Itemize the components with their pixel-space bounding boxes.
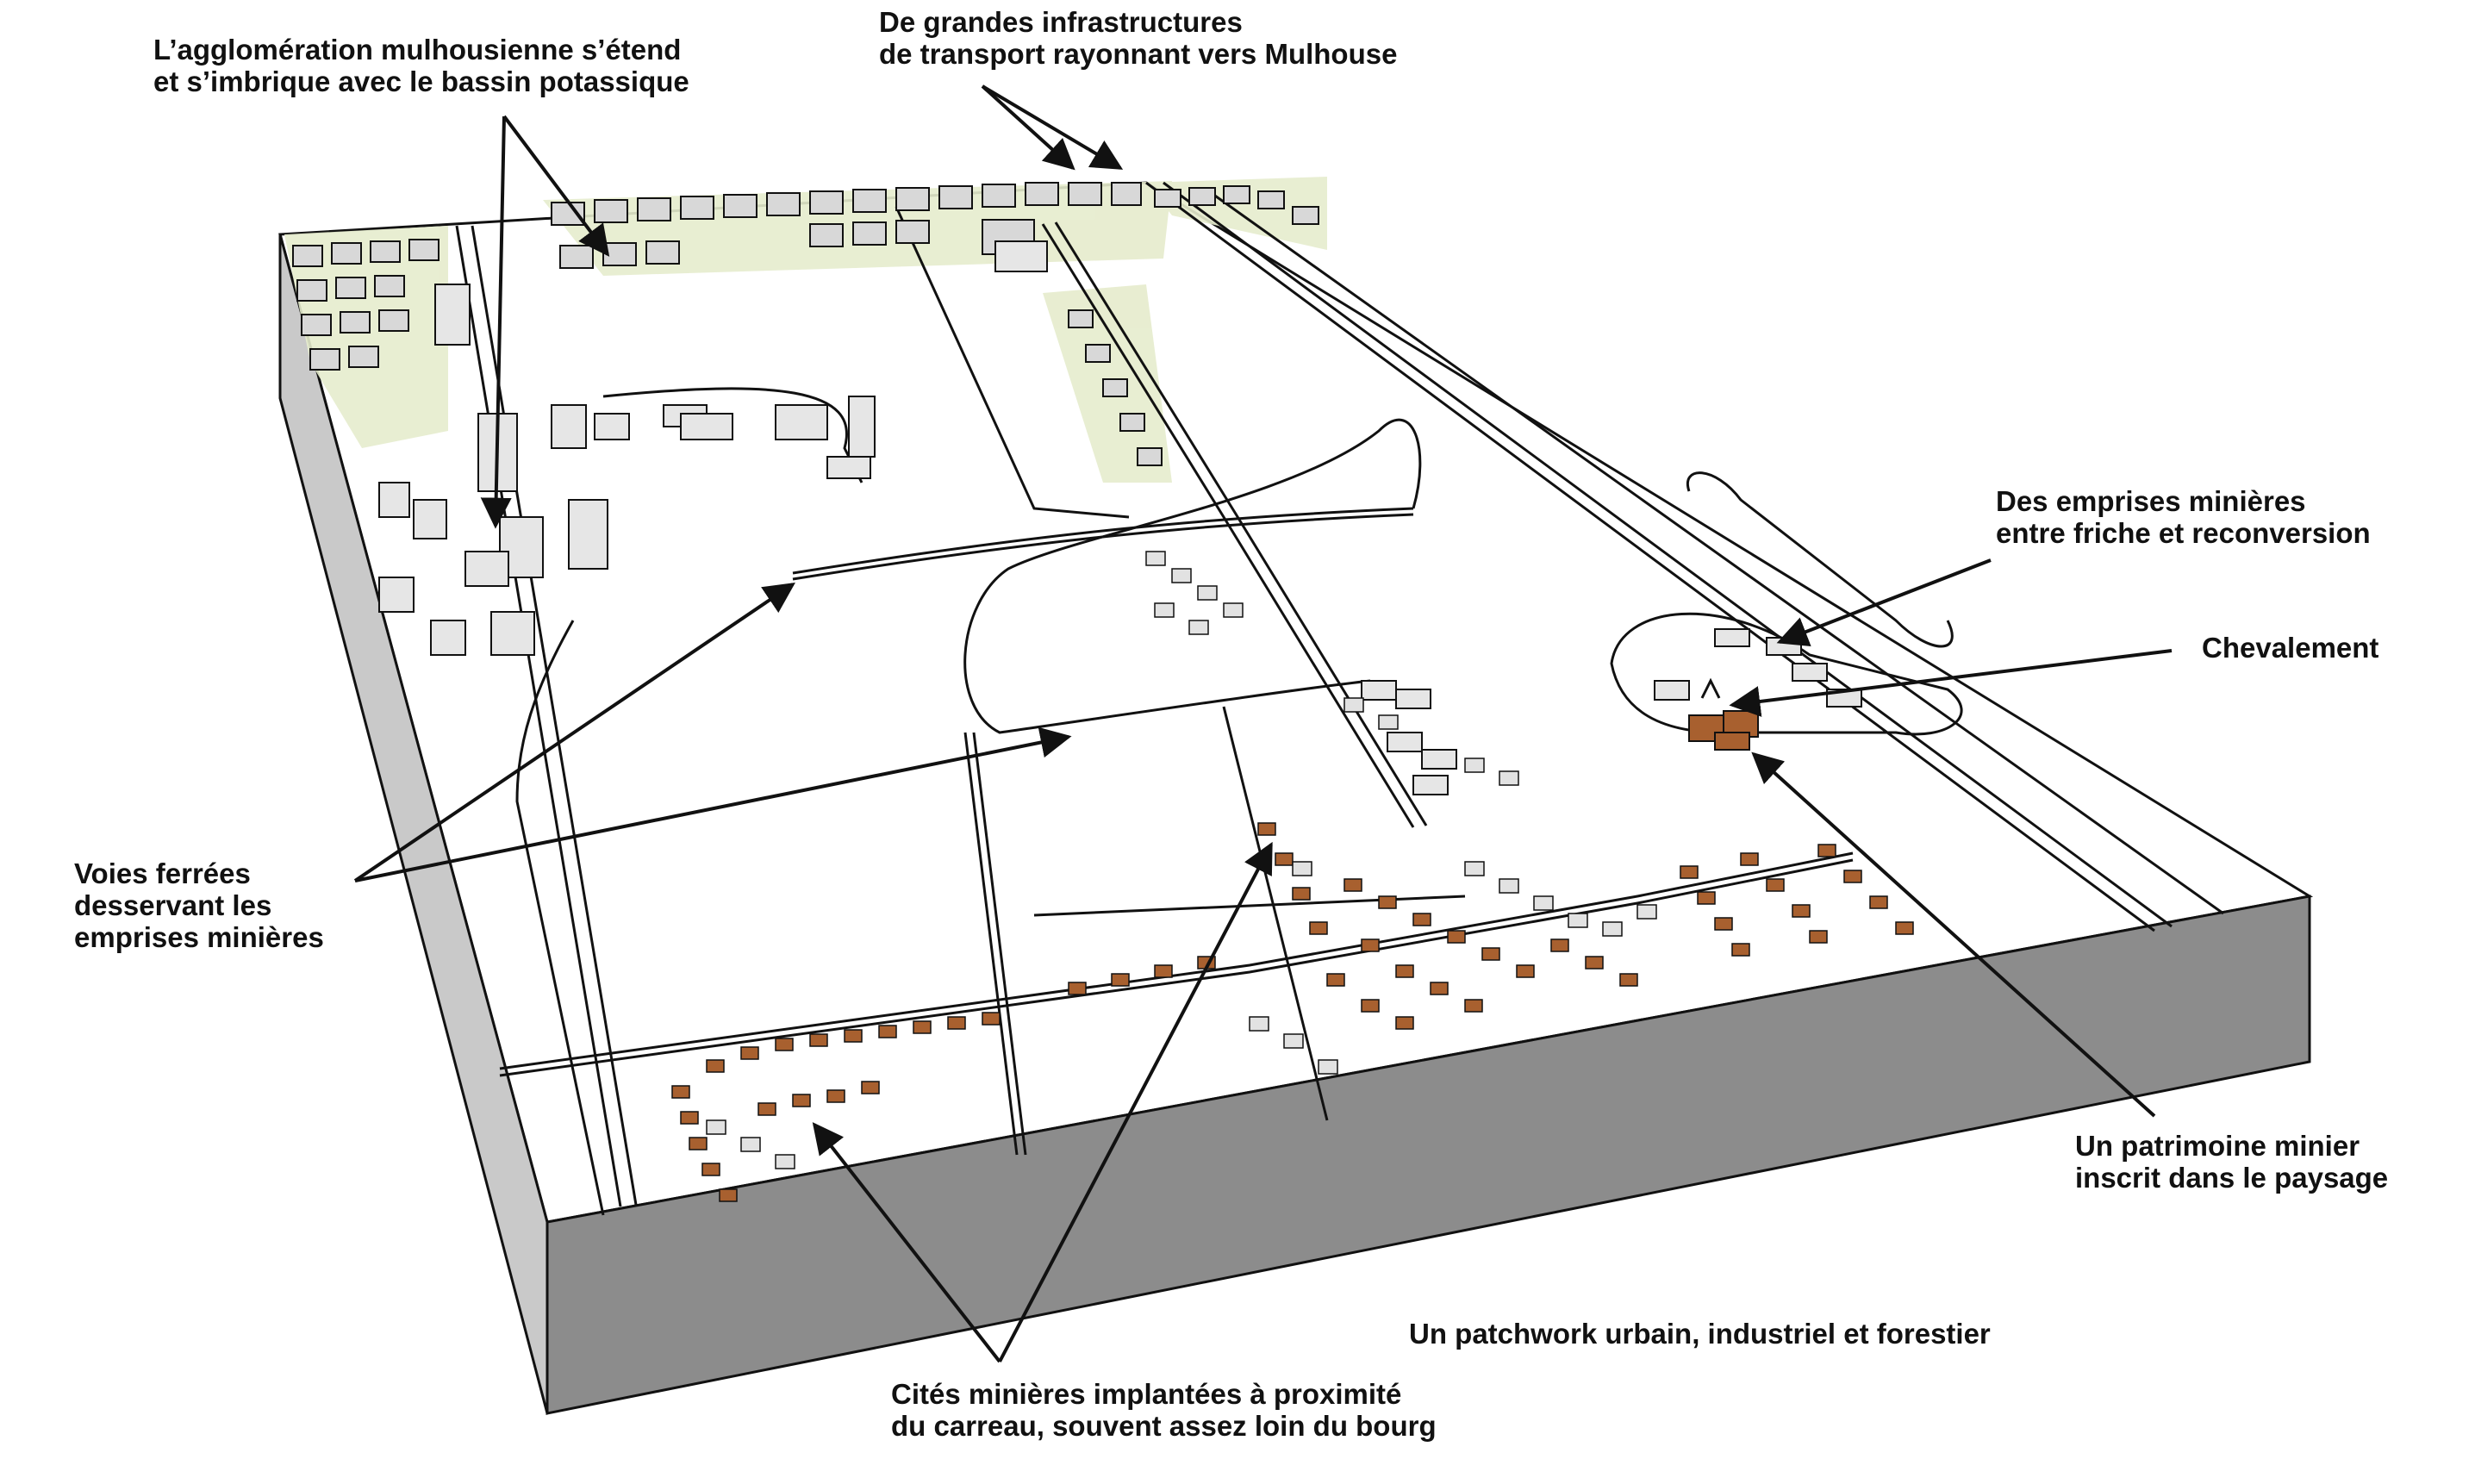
label-patrimoine-line1: Un patrimoine minier <box>2075 1130 2360 1162</box>
label-infrastructures: De grandes infrastructures de transport … <box>879 6 1398 71</box>
label-patrimoine-line2: inscrit dans le paysage <box>2075 1161 2389 1194</box>
label-agglomeration: L’agglomération mulhousienne s’étend et … <box>153 34 689 98</box>
annotation-arrows <box>353 84 2173 1363</box>
label-voies-line1: Voies ferrées <box>74 857 251 889</box>
urban-fabric-north <box>292 182 1319 466</box>
terrain-block <box>278 181 2314 1415</box>
label-infrastructures-line2: de transport rayonnant vers Mulhouse <box>879 37 1398 70</box>
label-emprises-line2: entre friche et reconversion <box>1996 516 2371 549</box>
label-chevalement: Chevalement <box>2202 632 2379 664</box>
houses <box>706 551 1657 1169</box>
mining-towns <box>671 822 1914 1202</box>
label-patchwork: Un patchwork urbain, industriel et fores… <box>1409 1318 1991 1350</box>
label-patrimoine: Un patrimoine minier inscrit dans le pay… <box>2075 1130 2389 1194</box>
label-cites-line1: Cités minières implantées à proximité <box>891 1378 1402 1410</box>
label-infrastructures-line1: De grandes infrastructures <box>879 6 1243 38</box>
arrow-voies-2 <box>354 726 1072 882</box>
label-agglomeration-line2: et s’imbrique avec le bassin potassique <box>153 65 689 97</box>
label-cites: Cités minières implantées à proximité du… <box>891 1378 1437 1443</box>
label-voies: Voies ferrées desservant les emprises mi… <box>74 857 324 954</box>
label-voies-line2: desservant les <box>74 889 272 921</box>
label-voies-line3: emprises minières <box>74 920 324 953</box>
arrow-emprises <box>1776 558 1992 647</box>
label-emprises: Des emprises minières entre friche et re… <box>1996 485 2371 550</box>
label-patchwork-line1: Un patchwork urbain, industriel et fores… <box>1409 1318 1991 1350</box>
arrow-infrastructures-2 <box>981 84 1124 170</box>
label-agglomeration-line1: L’agglomération mulhousienne s’étend <box>153 34 682 65</box>
block-front-face <box>545 895 2311 1415</box>
arrow-agglomeration-2 <box>480 115 512 529</box>
label-cites-line2: du carreau, souvent assez loin du bourg <box>891 1409 1437 1442</box>
arrow-infrastructures-1 <box>981 84 1075 171</box>
label-chevalement-line1: Chevalement <box>2202 632 2379 664</box>
arrow-voies-1 <box>353 582 795 882</box>
road-network <box>455 181 2224 1216</box>
arrow-chevalement <box>1729 649 2173 717</box>
arrow-agglomeration-1 <box>502 115 610 257</box>
arrow-cites-2 <box>998 841 1273 1362</box>
arrow-cites-1 <box>812 1122 1001 1363</box>
label-emprises-line1: Des emprises minières <box>1996 485 2306 517</box>
arrow-patrimoine <box>1751 751 2156 1118</box>
